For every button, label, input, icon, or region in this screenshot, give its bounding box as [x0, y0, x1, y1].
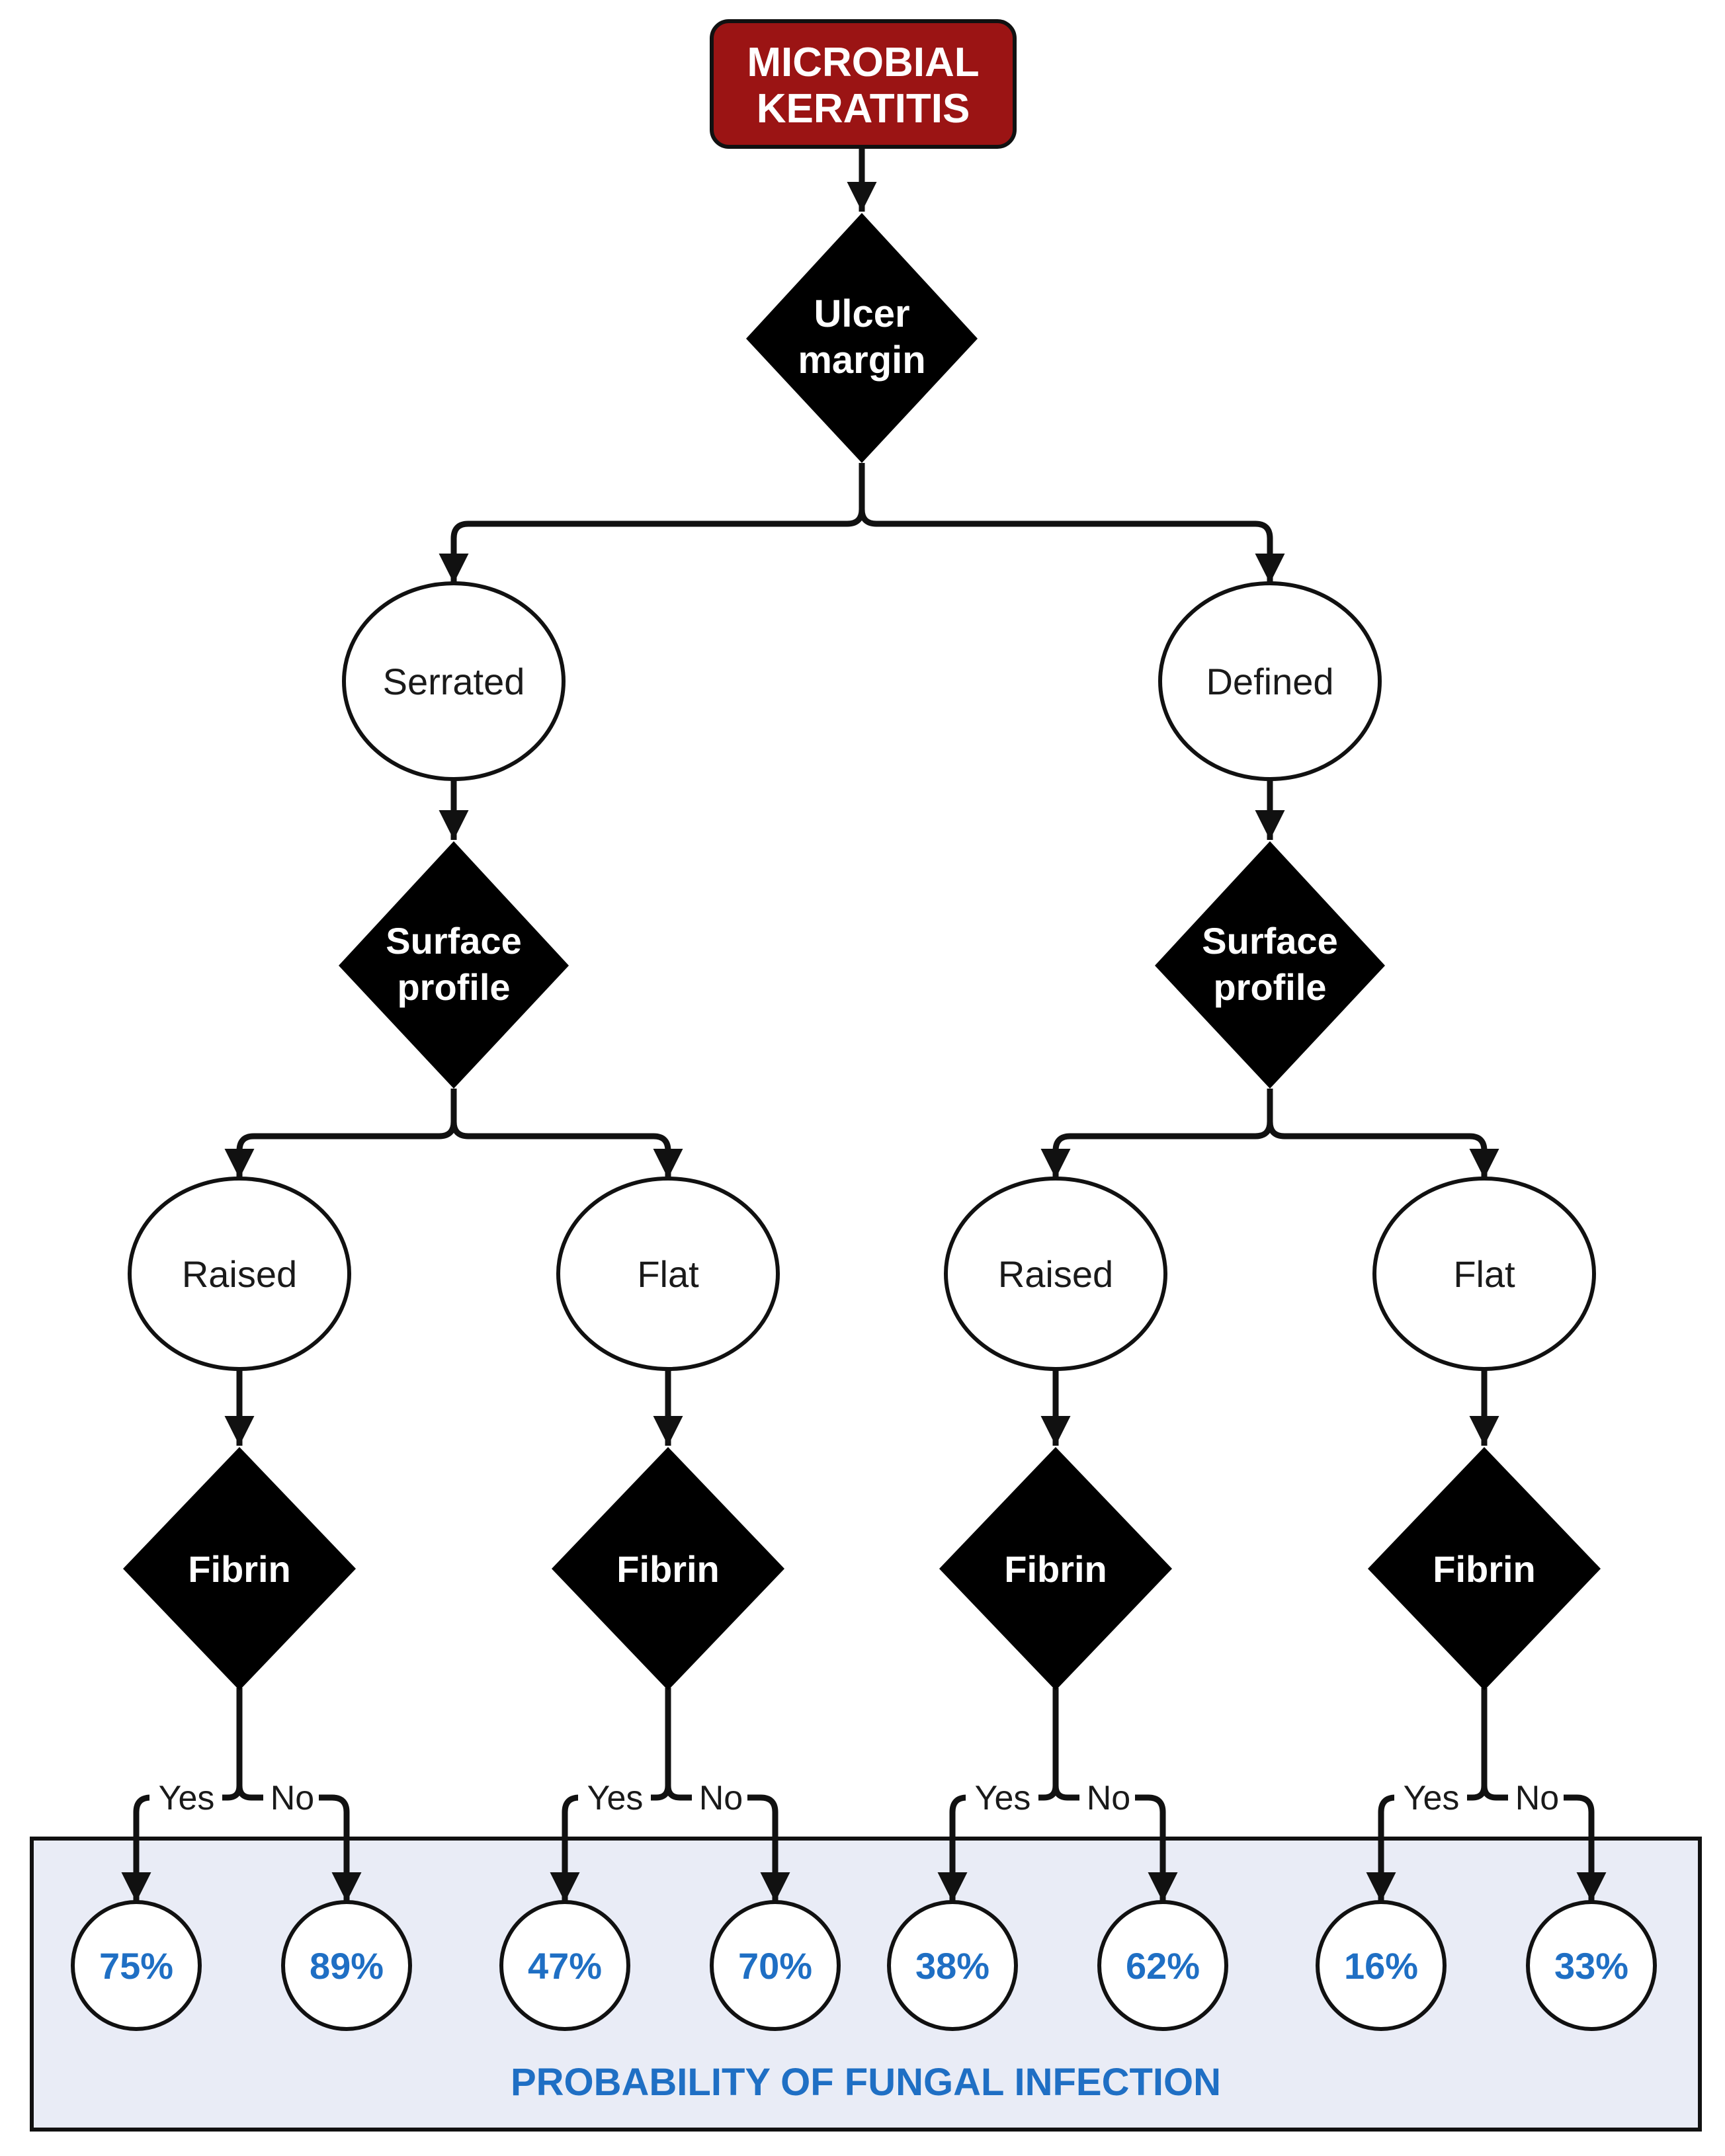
connector-sp2-raised [1040, 1089, 1273, 1179]
no-label: No [699, 1779, 743, 1817]
result-value: 62% [1126, 1945, 1200, 1987]
result-value: 75% [99, 1945, 173, 1987]
ulcer-margin-line2: margin [798, 339, 925, 382]
result-value: 33% [1554, 1945, 1628, 1987]
ulcer-margin-decision: Ulcer margin [746, 213, 978, 463]
flat-label: Flat [637, 1253, 699, 1295]
defined-node: Defined [1158, 581, 1382, 781]
surface-profile-line2: profile [1213, 966, 1326, 1008]
surface-profile-decision-defined: Surface profile [1155, 841, 1385, 1089]
surface-profile-line1: Surface [386, 920, 521, 962]
connector-ulcer-defined [859, 509, 1285, 583]
yes-no-labels-3: Yes No [966, 1778, 1135, 1817]
raised-node-defined: Raised [944, 1177, 1167, 1371]
yes-no-labels-2: Yes No [578, 1778, 747, 1817]
fibrin-label: Fibrin [1433, 1548, 1536, 1590]
defined-label: Defined [1206, 661, 1333, 702]
root-line2: KERATITIS [757, 86, 970, 132]
yes-label: Yes [159, 1779, 215, 1817]
result-value: 16% [1344, 1945, 1418, 1987]
fibrin-label: Fibrin [188, 1548, 291, 1590]
yes-no-labels-4: Yes No [1394, 1778, 1564, 1817]
raised-label: Raised [998, 1253, 1113, 1295]
flat-node-defined: Flat [1372, 1177, 1596, 1371]
result-serrated-raised-yes: 75% [71, 1900, 202, 2031]
result-value: 47% [528, 1945, 602, 1987]
fibrin-label: Fibrin [1004, 1548, 1107, 1590]
connector-sp1-raised [224, 1089, 457, 1179]
result-value: 70% [738, 1945, 812, 1987]
probability-caption: PROBABILITY OF FUNGAL INFECTION [511, 2061, 1221, 2104]
result-serrated-flat-no: 70% [710, 1900, 841, 2031]
result-value: 89% [310, 1945, 384, 1987]
serrated-label: Serrated [383, 661, 525, 702]
result-serrated-raised-no: 89% [281, 1900, 412, 2031]
result-defined-raised-yes: 38% [887, 1900, 1018, 2031]
fibrin-decision-2: Fibrin [552, 1447, 784, 1690]
root-line1: MICROBIAL [747, 40, 979, 85]
no-label: No [1515, 1779, 1559, 1817]
fibrin-decision-3: Fibrin [939, 1447, 1172, 1690]
yes-label: Yes [587, 1779, 644, 1817]
flat-label: Flat [1453, 1253, 1515, 1295]
result-defined-flat-yes: 16% [1316, 1900, 1447, 2031]
raised-label: Raised [182, 1253, 297, 1295]
fibrin-label: Fibrin [616, 1548, 720, 1590]
no-label: No [271, 1779, 314, 1817]
yes-no-labels-1: Yes No [149, 1778, 319, 1817]
result-serrated-flat-yes: 47% [499, 1900, 630, 2031]
serrated-node: Serrated [342, 581, 566, 781]
surface-profile-line1: Surface [1202, 920, 1337, 962]
result-value: 38% [915, 1945, 989, 1987]
connector-ulcer-serrated [439, 463, 865, 583]
yes-label: Yes [1404, 1779, 1460, 1817]
no-label: No [1087, 1779, 1130, 1817]
result-defined-raised-no: 62% [1097, 1900, 1228, 2031]
yes-label: Yes [975, 1779, 1031, 1817]
root-node: MICROBIAL KERATITIS [710, 19, 1017, 149]
result-defined-flat-no: 33% [1526, 1900, 1657, 2031]
fibrin-decision-4: Fibrin [1368, 1447, 1601, 1690]
ulcer-margin-line1: Ulcer [814, 292, 909, 335]
surface-profile-decision-serrated: Surface profile [339, 841, 569, 1089]
fibrin-decision-1: Fibrin [123, 1447, 356, 1690]
surface-profile-line2: profile [397, 966, 510, 1008]
connector-sp2-flat [1267, 1121, 1499, 1179]
raised-node-serrated: Raised [128, 1177, 351, 1371]
connector-sp1-flat [450, 1121, 683, 1179]
flat-node-serrated: Flat [556, 1177, 780, 1371]
